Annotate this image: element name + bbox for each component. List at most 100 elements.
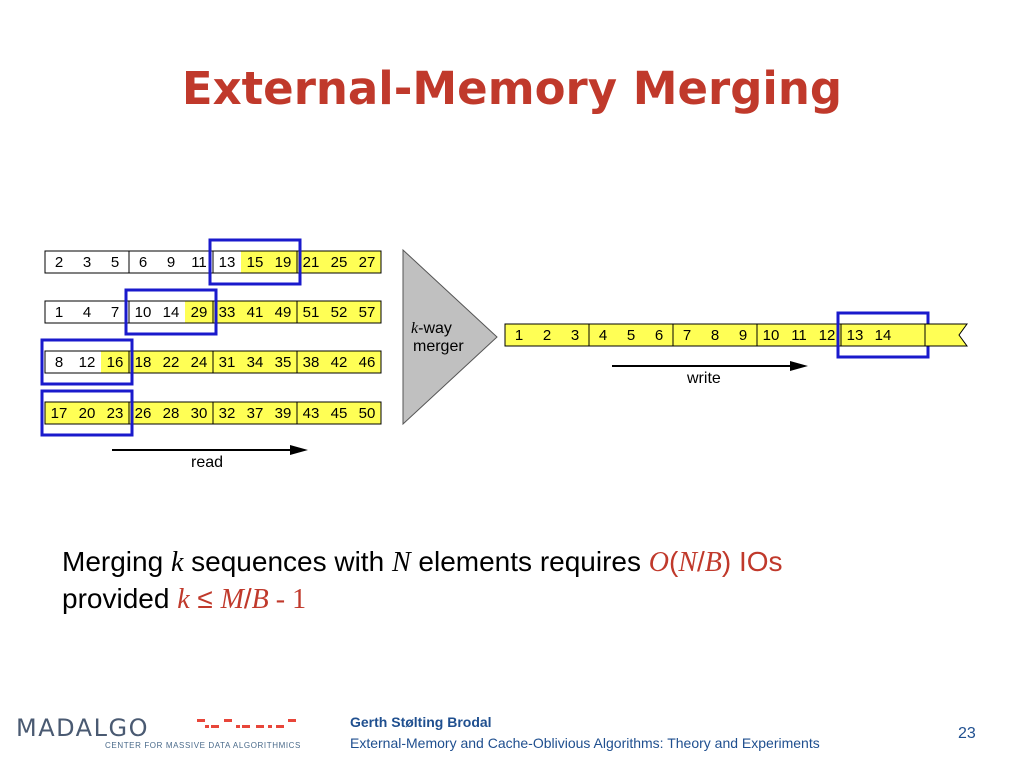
cell-bg — [157, 251, 185, 273]
cell-bg — [325, 402, 353, 424]
cell-bg — [129, 301, 157, 323]
merging-statement: Merging k sequences with N elements requ… — [62, 544, 982, 618]
cell-bg — [533, 324, 561, 346]
cell-bg — [213, 402, 241, 424]
cell-value: 12 — [79, 354, 96, 371]
slide-title: External-Memory Merging — [181, 62, 843, 115]
cell-value: 23 — [107, 405, 124, 422]
merger-label-2: merger — [413, 338, 464, 355]
cell-bg — [129, 251, 157, 273]
cell-bg — [757, 324, 785, 346]
cell-value: 15 — [247, 254, 264, 271]
cell-bg — [269, 301, 297, 323]
cell-bg — [101, 251, 129, 273]
cell-bg — [353, 251, 381, 273]
cell-value: 57 — [359, 304, 376, 321]
cell-bg — [325, 351, 353, 373]
cell-value: 38 — [303, 354, 320, 371]
cell-bg — [505, 324, 533, 346]
cell-bg — [157, 301, 185, 323]
cell-value: 4 — [599, 327, 607, 344]
cell-value: 31 — [219, 354, 236, 371]
cell-value: 50 — [359, 405, 376, 422]
cell-value: 7 — [683, 327, 691, 344]
k-way-merger: k-way merger — [402, 248, 498, 426]
madalgo-logo: MADALGO — [16, 714, 296, 742]
cell-value: 52 — [331, 304, 348, 321]
cell-value: 51 — [303, 304, 320, 321]
cell-value: 8 — [55, 354, 63, 371]
footer-author: Gerth Stølting Brodal — [350, 714, 492, 730]
cell-value: 28 — [163, 405, 180, 422]
cell-bg — [785, 324, 813, 346]
write-label: write — [686, 370, 721, 387]
cell-bg — [213, 351, 241, 373]
cell-value: 49 — [275, 304, 292, 321]
cell-value: 5 — [627, 327, 635, 344]
cell-bg — [241, 351, 269, 373]
cell-bg — [45, 251, 73, 273]
cell-value: 21 — [303, 254, 320, 271]
cell-bg — [297, 301, 325, 323]
current-block-highlight — [40, 338, 134, 386]
cell-bg — [297, 402, 325, 424]
cell-bg — [185, 351, 213, 373]
cell-value: 45 — [331, 405, 348, 422]
cell-bg — [185, 251, 213, 273]
page-number: 23 — [958, 725, 976, 742]
run-border — [44, 350, 382, 374]
merger-triangle — [402, 248, 498, 426]
cell-bg — [241, 301, 269, 323]
cell-bg — [897, 324, 925, 346]
cell-value: 3 — [571, 327, 579, 344]
run-border — [44, 401, 382, 425]
cell-value: 16 — [107, 354, 124, 371]
cell-bg — [729, 324, 757, 346]
cell-bg — [617, 324, 645, 346]
cell-bg — [73, 402, 101, 424]
logo-subtitle: CENTER FOR MASSIVE DATA ALGORITHMICS — [105, 741, 301, 750]
cell-bg — [269, 251, 297, 273]
cell-bg — [841, 324, 869, 346]
current-block-highlight — [40, 389, 134, 437]
cell-value: 43 — [303, 405, 320, 422]
run-border — [44, 250, 382, 274]
statement-line-1: Merging k sequences with N elements requ… — [62, 546, 783, 578]
cell-bg — [353, 351, 381, 373]
cell-value: 41 — [247, 304, 264, 321]
cell-value: 6 — [139, 254, 147, 271]
cell-value: 11 — [191, 254, 207, 271]
cell-value: 13 — [219, 254, 236, 271]
cell-value: 46 — [359, 354, 376, 371]
cell-value: 39 — [275, 405, 292, 422]
cell-value: 14 — [163, 304, 180, 321]
cell-bg — [241, 251, 269, 273]
footer-subtitle: External-Memory and Cache-Oblivious Algo… — [350, 735, 820, 751]
cell-bg — [325, 301, 353, 323]
write-arrow: write — [612, 361, 808, 387]
cell-bg — [73, 351, 101, 373]
cell-value: 25 — [331, 254, 348, 271]
cell-value: 27 — [359, 254, 376, 271]
cell-value: 24 — [191, 354, 208, 371]
cell-value: 5 — [111, 254, 119, 271]
cell-bg — [673, 324, 701, 346]
cell-value: 30 — [191, 405, 208, 422]
cell-bg — [157, 351, 185, 373]
cell-bg — [213, 251, 241, 273]
cell-value: 14 — [875, 327, 892, 344]
cell-value: 18 — [135, 354, 152, 371]
read-label: read — [191, 454, 223, 471]
cell-value: 10 — [763, 327, 780, 344]
cell-bg — [157, 402, 185, 424]
current-block-highlight — [124, 288, 218, 336]
statement-line-2: provided k ≤ M/B - 1 — [62, 583, 307, 615]
cell-bg — [353, 402, 381, 424]
cell-bg — [589, 324, 617, 346]
run-border — [44, 300, 382, 324]
